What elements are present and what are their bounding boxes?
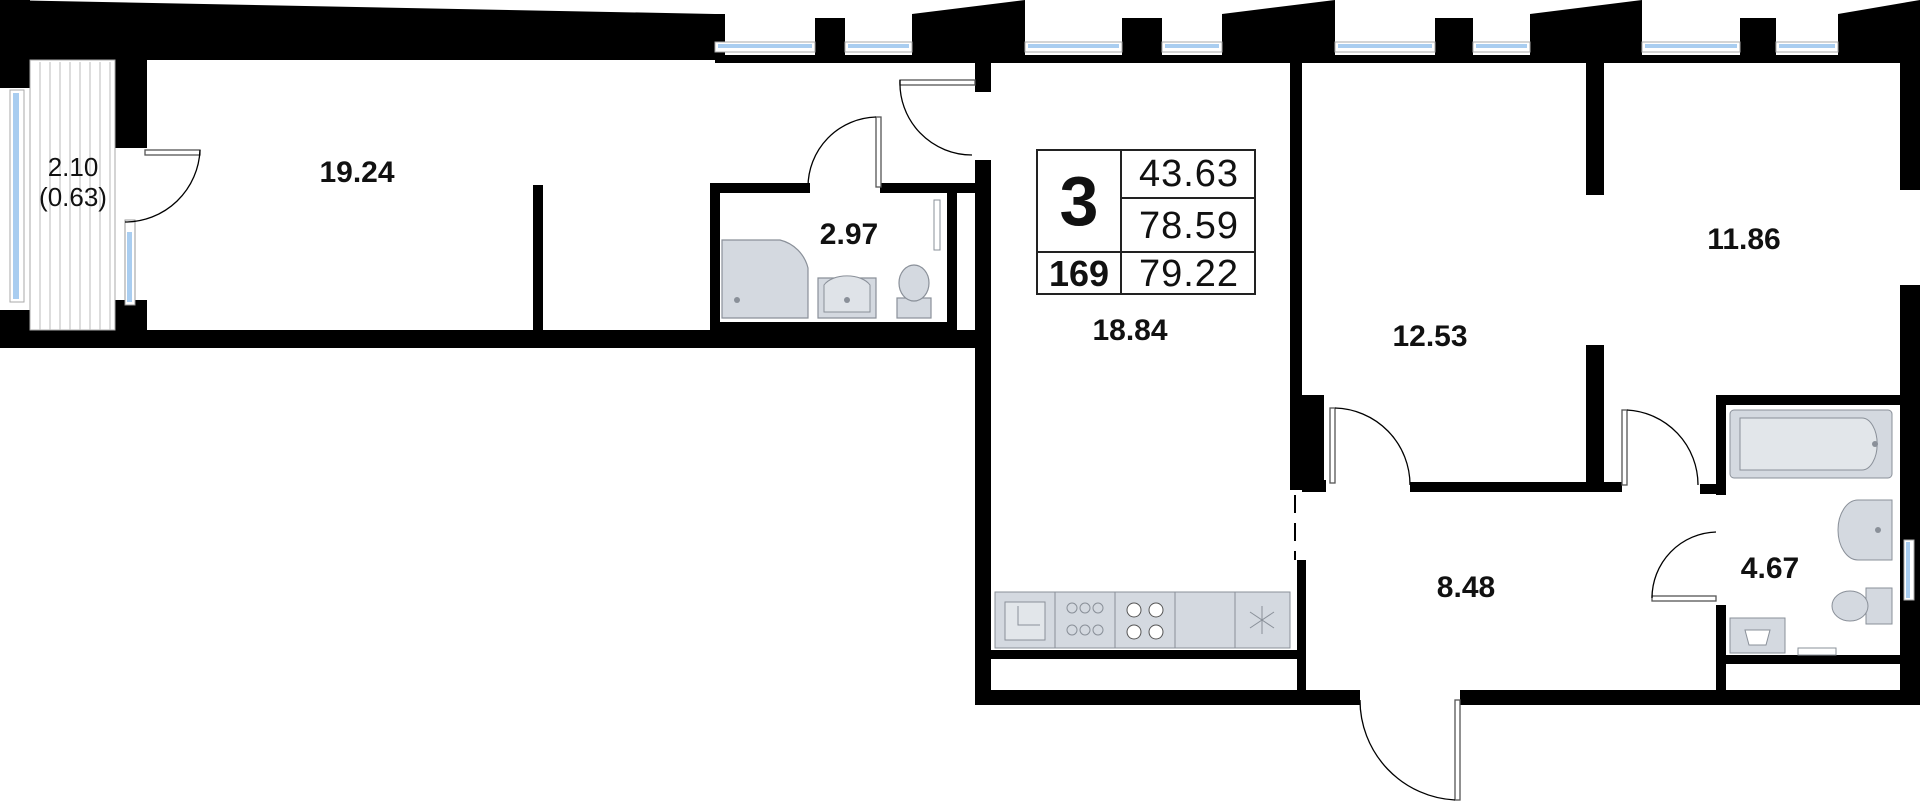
pier-8 <box>1740 18 1776 60</box>
living-partition <box>533 185 543 335</box>
wc-wall-top-right <box>880 183 975 193</box>
bedroom1-wall-left-stub <box>1302 395 1324 490</box>
pier-6 <box>1435 18 1473 60</box>
bedroom1-wall-left <box>1290 60 1302 490</box>
hall-area: 8.48 <box>1436 570 1496 604</box>
outer-wall-right-top <box>1900 60 1920 190</box>
wc-wall-right <box>947 183 957 333</box>
kitchen-counter-line <box>990 650 1297 659</box>
balcony-reduced-area: (0.63) <box>39 182 107 212</box>
bedroom1-wall-bottom <box>1410 482 1590 492</box>
top-wall-inner-strip <box>715 55 1920 63</box>
wc-area: 2.97 <box>819 217 879 251</box>
bathroom-wall-left-upper <box>1716 395 1726 495</box>
living-room-area: 19.24 <box>319 155 395 189</box>
bedroom2-wall-left-lower <box>1586 345 1604 492</box>
apartment-info-box: 3 169 43.63 78.59 79.22 <box>1036 149 1256 295</box>
sink-icon <box>1837 499 1893 561</box>
wc-wall-bottom <box>710 322 957 330</box>
kitchen-hall-area: 18.84 <box>1092 313 1168 347</box>
bathroom-area: 4.67 <box>1740 551 1800 585</box>
shower-icon <box>721 239 809 319</box>
bathroom-fixtures <box>1729 409 1893 656</box>
windows <box>9 41 1915 601</box>
bathtub-icon <box>1729 409 1893 479</box>
outer-wall-top-left <box>0 0 715 60</box>
bathroom-wall-top <box>1716 395 1902 405</box>
bedroom2-wall-bottom <box>1586 482 1622 492</box>
wc-wall-left <box>710 183 720 333</box>
kitchen-unit <box>994 591 1291 649</box>
sink-icon <box>1004 601 1046 641</box>
fan-icon <box>1249 606 1275 634</box>
window-2 <box>1024 41 1223 53</box>
bedroom1-wall-bottom-left <box>1302 480 1326 492</box>
sink-icon <box>817 275 877 319</box>
wc-wall-top-left <box>710 183 810 193</box>
door-swing-icon <box>124 149 201 223</box>
bottom-wall-right <box>1460 690 1920 705</box>
window-1 <box>714 41 913 53</box>
door-swing-icon <box>807 116 882 188</box>
bedroom-2-area: 11.86 <box>1707 222 1781 256</box>
door-swing-icon <box>1651 531 1717 602</box>
rooms-count: 3 <box>1038 151 1122 253</box>
door-swing-icon <box>899 79 976 156</box>
door-swing-icon <box>1329 407 1411 486</box>
pier-4 <box>1122 18 1162 60</box>
total-area: 78.59 <box>1122 201 1256 253</box>
kitchen-wall-left <box>975 160 991 705</box>
doors <box>124 79 1717 801</box>
balcony-wall-top <box>0 60 30 88</box>
balcony-deck <box>29 59 116 331</box>
bathroom-wall-bottom <box>1716 655 1902 664</box>
window-bathroom-right <box>1903 539 1915 601</box>
outer-wall-right-bottom <box>1900 285 1920 705</box>
outer-wall-left-cap <box>0 40 140 62</box>
hall-wall-right-stub <box>1700 484 1716 494</box>
living-wall-bottom <box>0 330 990 348</box>
pier-9 <box>1838 0 1920 60</box>
balcony-label: 2.10 (0.63) <box>39 152 107 213</box>
balcony-area: 2.10 <box>47 152 99 183</box>
stove-icon <box>1126 602 1164 640</box>
apartment-number: 169 <box>1038 253 1122 295</box>
window-balcony-left <box>9 89 25 303</box>
door-swing-icon <box>1359 699 1461 801</box>
wc-fixtures <box>721 199 941 319</box>
balcony-door-glass <box>127 232 132 302</box>
pier-3 <box>912 0 1025 60</box>
door-swing-icon <box>1621 409 1699 486</box>
washing-machine-icon <box>1066 602 1104 636</box>
bedroom1-wall-left-lower <box>1297 560 1306 690</box>
toilet-icon <box>1831 587 1893 625</box>
pier-5 <box>1222 0 1335 60</box>
window-4 <box>1641 41 1839 53</box>
living-area: 43.63 <box>1122 151 1256 199</box>
walls <box>0 0 1920 705</box>
pier-1 <box>715 14 725 60</box>
window-3 <box>1334 41 1531 53</box>
pier-2 <box>815 18 845 60</box>
total-area-with-balcony: 79.22 <box>1138 252 1240 295</box>
toilet-icon <box>896 264 932 319</box>
bedroom-1-area: 12.53 <box>1392 319 1468 353</box>
bedroom2-wall-left-upper <box>1586 60 1604 195</box>
living-wall-left-upper <box>115 60 147 148</box>
pier-7 <box>1530 0 1642 60</box>
bottom-wall-left <box>975 690 1360 705</box>
washing-machine-icon <box>1729 617 1786 654</box>
kitchen-wall-left-upper <box>975 60 991 92</box>
